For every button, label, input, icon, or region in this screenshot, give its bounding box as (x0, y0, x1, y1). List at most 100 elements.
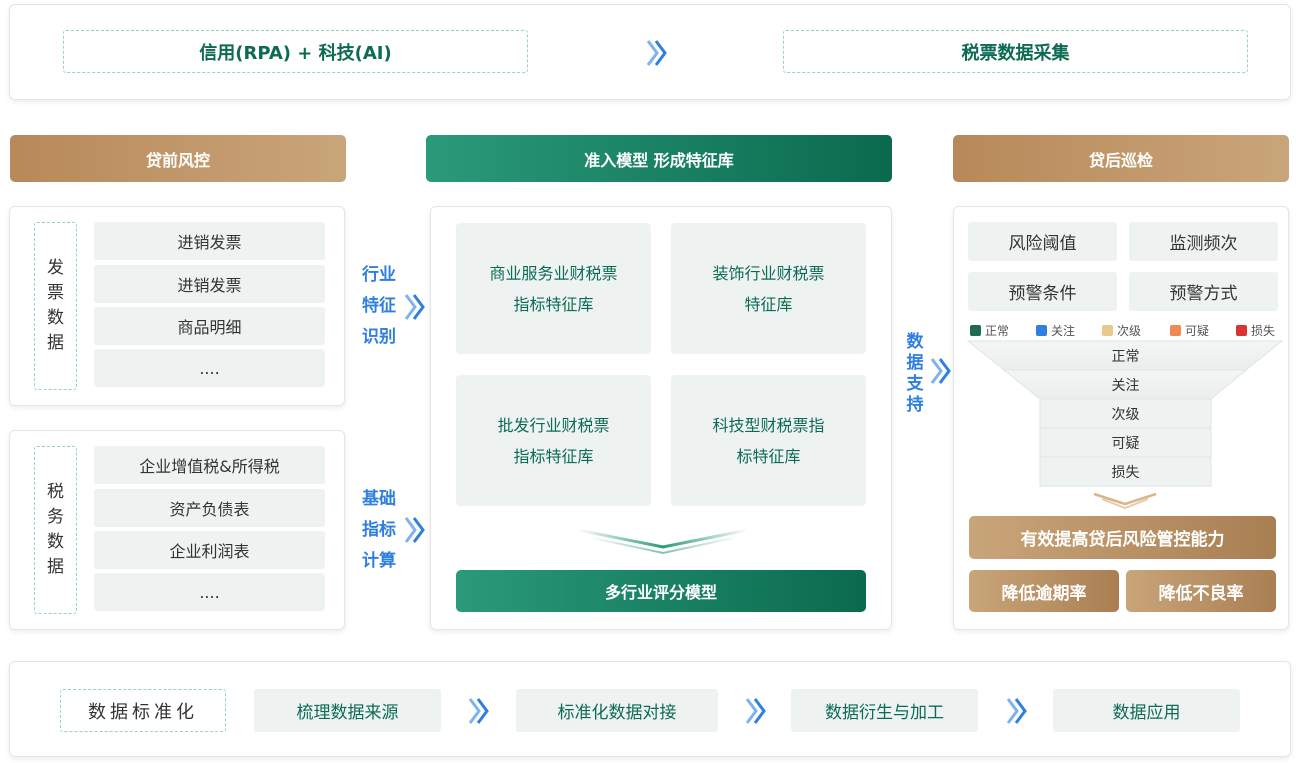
feature-line: 特征库 (744, 294, 793, 314)
tax-label-char: 税 (47, 482, 64, 502)
feature-library-card: 装饰行业财税票 特征库 (671, 223, 866, 354)
feature-library-card: 商业服务业财税票 指标特征库 (456, 223, 651, 354)
funnel-tier: 可疑 (1111, 435, 1140, 452)
data-support-char: 数 (906, 332, 924, 352)
tax-item: .... (94, 573, 325, 611)
top-left-box: 信用(RPA) + 科技(AI) (63, 30, 528, 73)
legend-swatch (1236, 325, 1247, 336)
invoice-item: 进销发票 (94, 222, 325, 260)
funnel-tier: 正常 (1111, 348, 1140, 365)
tax-label-char: 据 (47, 557, 64, 577)
model-text: 多行业评分模型 (604, 583, 717, 602)
basic-metric-label: 基础 指标 计算 (358, 484, 400, 577)
basic-label-line: 基础 (362, 489, 396, 509)
legend-item: 可疑 (1170, 322, 1209, 339)
tax-item: 企业利润表 (94, 531, 325, 569)
legend-label: 关注 (1051, 324, 1076, 338)
invoice-data-label: 发 票 数 据 (34, 222, 77, 390)
legend-swatch (1170, 325, 1181, 336)
param-cell: 预警方式 (1129, 272, 1278, 311)
tax-item: 资产负债表 (94, 489, 325, 527)
top-right-text: 税票数据采集 (961, 42, 1070, 64)
invoice-label-char: 发 (47, 258, 64, 278)
legend-label: 可疑 (1185, 324, 1210, 338)
basic-label-line: 指标 (362, 520, 396, 540)
funnel-tier: 关注 (1111, 377, 1140, 394)
legend-item: 损失 (1236, 322, 1275, 339)
right-header: 贷后巡检 (953, 135, 1289, 182)
step-chevron-icon (468, 698, 489, 724)
legend-label: 损失 (1251, 324, 1276, 338)
legend-label: 正常 (985, 324, 1010, 338)
risk-funnel (966, 340, 1284, 487)
param-cell: 预警条件 (968, 272, 1117, 311)
standardization-label: 数据标准化 (88, 701, 198, 723)
basic-label-line: 计算 (362, 551, 396, 571)
tax-label-char: 数 (47, 532, 64, 552)
feature-line: 批发行业财税票 (497, 415, 610, 435)
data-support-char: 据 (906, 353, 924, 373)
funnel-tier: 次级 (1111, 406, 1140, 423)
center-header: 准入模型 形成特征库 (426, 135, 892, 182)
funnel-tier: 损失 (1111, 464, 1140, 481)
top-chevron-icon (646, 40, 667, 66)
process-step: 数据衍生与加工 (791, 689, 978, 732)
top-right-box: 税票数据采集 (783, 30, 1248, 73)
feature-line: 商业服务业财税票 (489, 263, 618, 283)
legend-swatch (1102, 325, 1113, 336)
industry-label-line: 特征 (362, 296, 396, 316)
industry-label-line: 识别 (362, 327, 396, 347)
legend-label: 次级 (1117, 324, 1142, 338)
data-support-char: 支 (906, 374, 924, 394)
legend-item: 关注 (1036, 322, 1075, 339)
feature-line: 科技型财税票指 (712, 415, 825, 435)
step-chevron-icon (745, 698, 766, 724)
industry-label-line: 行业 (362, 265, 396, 285)
tax-data-label: 税 务 数 据 (34, 446, 77, 614)
basic-chevron-icon (404, 517, 425, 543)
result-main-text: 有效提高贷后风险管控能力 (1020, 530, 1225, 550)
feature-library-card: 批发行业财税票 指标特征库 (456, 375, 651, 506)
step-chevron-icon (1006, 698, 1027, 724)
tax-label-char: 务 (47, 507, 64, 527)
feature-library-card: 科技型财税票指 标特征库 (671, 375, 866, 506)
legend-item: 正常 (970, 322, 1009, 339)
invoice-label-char: 据 (47, 333, 64, 353)
invoice-label-char: 数 (47, 308, 64, 328)
process-step: 梳理数据来源 (254, 689, 441, 732)
center-header-text: 准入模型 形成特征库 (584, 150, 734, 170)
left-header-text: 贷前风控 (145, 150, 210, 170)
process-step: 数据应用 (1053, 689, 1240, 732)
tax-item: 企业增值税&所得税 (94, 446, 325, 484)
invoice-item: 商品明细 (94, 307, 325, 345)
industry-feature-label: 行业 特征 识别 (358, 260, 400, 353)
invoice-item: .... (94, 349, 325, 387)
legend-item: 次级 (1102, 322, 1141, 339)
param-cell: 监测频次 (1129, 222, 1278, 261)
process-step: 标准化数据对接 (516, 689, 718, 732)
result-overdue: 降低逾期率 (969, 570, 1119, 612)
center-down-arrow-icon (578, 528, 748, 555)
feature-line: 标特征库 (736, 446, 801, 466)
result-npl-text: 降低不良率 (1158, 583, 1244, 604)
data-support-chevron-icon (930, 358, 951, 384)
top-left-text: 信用(RPA) + 科技(AI) (199, 42, 392, 64)
multi-industry-model: 多行业评分模型 (456, 570, 866, 612)
feature-line: 指标特征库 (513, 446, 594, 466)
result-main: 有效提高贷后风险管控能力 (969, 516, 1276, 559)
top-panel (9, 4, 1291, 100)
param-cell: 风险阈值 (968, 222, 1117, 261)
left-header: 贷前风控 (10, 135, 346, 182)
feature-line: 装饰行业财税票 (712, 263, 825, 283)
legend-swatch (1036, 325, 1047, 336)
invoice-item: 进销发票 (94, 265, 325, 303)
funnel-down-arrow-icon (1093, 492, 1157, 510)
standardization-label-box: 数据标准化 (60, 689, 226, 732)
invoice-label-char: 票 (47, 283, 64, 303)
result-npl: 降低不良率 (1126, 570, 1276, 612)
industry-chevron-icon (404, 294, 425, 320)
right-header-text: 贷后巡检 (1088, 150, 1153, 170)
feature-line: 指标特征库 (513, 294, 594, 314)
result-overdue-text: 降低逾期率 (1001, 583, 1087, 604)
legend-swatch (970, 325, 981, 336)
